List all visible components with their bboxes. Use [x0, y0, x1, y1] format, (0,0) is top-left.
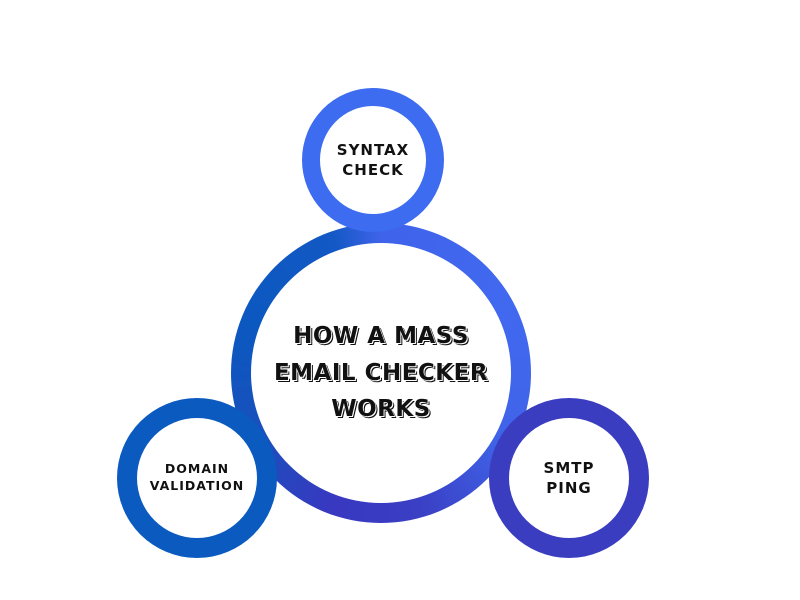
syntax-check-label: SYNTAX CHECK	[337, 140, 409, 181]
domain-validation-body: DOMAIN VALIDATION	[137, 418, 257, 538]
domain-validation-circle: DOMAIN VALIDATION	[117, 398, 277, 558]
diagram-title: HOW A MASS EMAIL CHECKER WORKS	[274, 318, 488, 428]
title-line: WORKS	[331, 396, 431, 423]
label-line: VALIDATION	[149, 478, 245, 493]
label-line: CHECK	[342, 161, 404, 179]
central-circle: HOW A MASS EMAIL CHECKER WORKS	[231, 223, 531, 523]
domain-validation-label: DOMAIN VALIDATION	[150, 461, 244, 495]
title-line: HOW A MASS	[293, 322, 469, 349]
smtp-ping-circle: SMTP PING	[489, 398, 649, 558]
label-line: DOMAIN	[164, 461, 230, 477]
label-line: PING	[546, 479, 592, 497]
smtp-ping-label: SMTP PING	[544, 458, 595, 499]
label-line: SYNTAX	[336, 140, 410, 159]
syntax-check-body: SYNTAX CHECK	[320, 106, 426, 214]
label-line: SMTP	[543, 458, 595, 477]
title-line: EMAIL CHECKER	[273, 359, 489, 386]
smtp-ping-body: SMTP PING	[509, 418, 629, 538]
syntax-check-circle: SYNTAX CHECK	[302, 88, 444, 232]
central-circle-body: HOW A MASS EMAIL CHECKER WORKS	[251, 243, 511, 503]
